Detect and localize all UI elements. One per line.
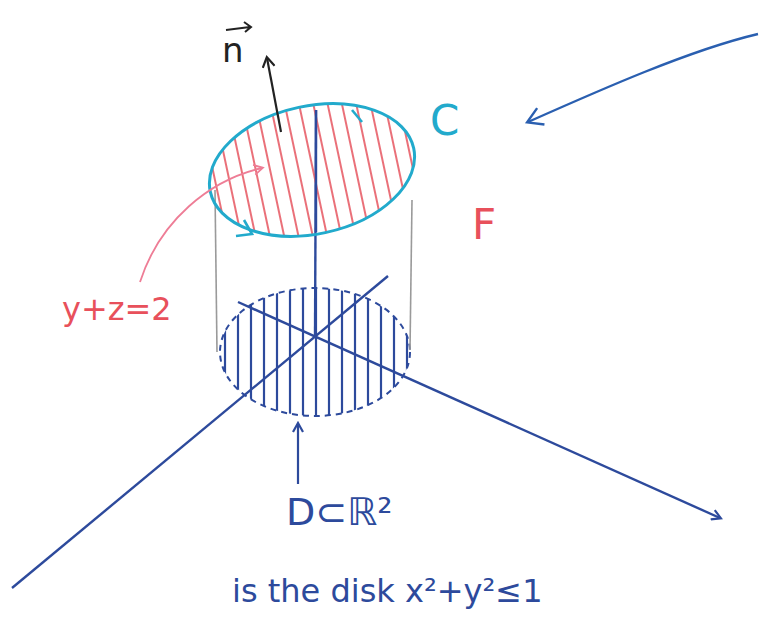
region-label: D⊂ℝ² xyxy=(286,492,392,534)
vector-label: n xyxy=(222,32,244,69)
surface-label: F xyxy=(472,202,496,248)
plane-equation: y+z=2 xyxy=(62,292,172,327)
region-description: is the disk x²+y²≤1 xyxy=(232,574,543,609)
curve-label: C xyxy=(430,98,459,144)
